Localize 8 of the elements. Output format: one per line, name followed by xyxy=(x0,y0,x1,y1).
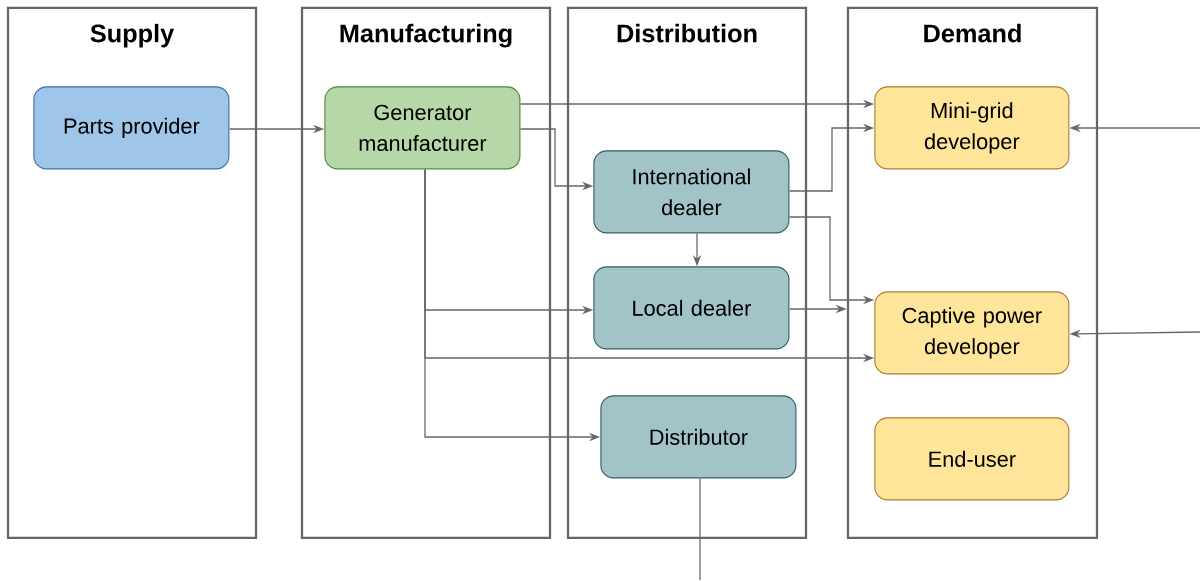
process-box: Parts provider xyxy=(33,86,230,170)
process-box: International dealer xyxy=(593,150,790,234)
process-box: Mini-grid developer xyxy=(874,86,1070,170)
process-box: Distributor xyxy=(600,395,797,479)
process-box: Captive power developer xyxy=(874,291,1070,375)
process-box: Local dealer xyxy=(593,266,790,350)
process-box: End-user xyxy=(874,417,1070,501)
process-box: Generator manufacturer xyxy=(324,86,521,170)
